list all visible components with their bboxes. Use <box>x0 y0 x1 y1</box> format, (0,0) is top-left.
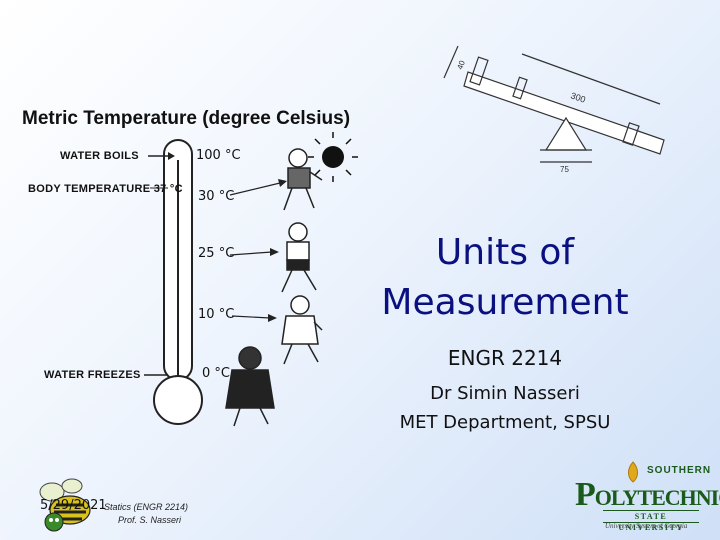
spsu-logo: SOUTHERN POLYTECHNIC STATE UNIVERSITY Un… <box>575 462 720 532</box>
instructor-name: Dr Simin Nasseri <box>430 383 580 404</box>
sun-icon <box>308 132 358 182</box>
cold-figure <box>225 346 275 427</box>
title-line-2: Measurement <box>381 282 629 323</box>
hot-figure <box>283 148 323 211</box>
footer-course: Statics (ENGR 2214) <box>104 502 189 512</box>
cool-figure <box>281 295 323 365</box>
reading-10: 10 °C <box>198 307 235 322</box>
mild-figure <box>281 222 317 293</box>
logo-polytechnic: POLYTECHNIC <box>575 476 720 513</box>
svg-text:40: 40 <box>455 59 467 71</box>
footer-date: 5/29/2021 <box>40 498 107 513</box>
reading-0: 0 °C <box>202 366 230 381</box>
logo-state-university: STATE UNIVERSITY <box>603 510 699 532</box>
logo-system: University System of Georgia <box>605 522 688 530</box>
footer-text: Statics (ENGR 2214) Prof. S. Nasseri <box>104 501 188 527</box>
svg-text:300: 300 <box>569 90 586 104</box>
reading-25: 25 °C <box>198 246 235 261</box>
department-name: MET Department, SPSU <box>399 412 611 433</box>
water-boils-label: WATER BOILS <box>60 150 139 162</box>
footer-author: Prof. S. Nasseri <box>118 515 182 525</box>
thermometer-title: Metric Temperature (degree Celsius) <box>22 108 351 129</box>
bee-mascot-icon <box>39 478 91 532</box>
slide-title: Units of Measurement <box>360 228 650 328</box>
svg-text:75: 75 <box>560 165 569 174</box>
logo-flame-icon <box>628 461 638 483</box>
logo-southern: SOUTHERN <box>647 465 712 476</box>
body-temperature-label: BODY TEMPERATURE 37 °C <box>28 183 183 195</box>
water-freezes-label: WATER FREEZES <box>44 369 141 381</box>
title-line-1: Units of <box>435 232 575 273</box>
reading-100: 100 °C <box>196 148 241 163</box>
reading-30: 30 °C <box>198 189 235 204</box>
seesaw-sketch <box>443 45 665 163</box>
thermometer-bulb <box>153 375 203 425</box>
course-code: ENGR 2214 <box>447 346 563 370</box>
